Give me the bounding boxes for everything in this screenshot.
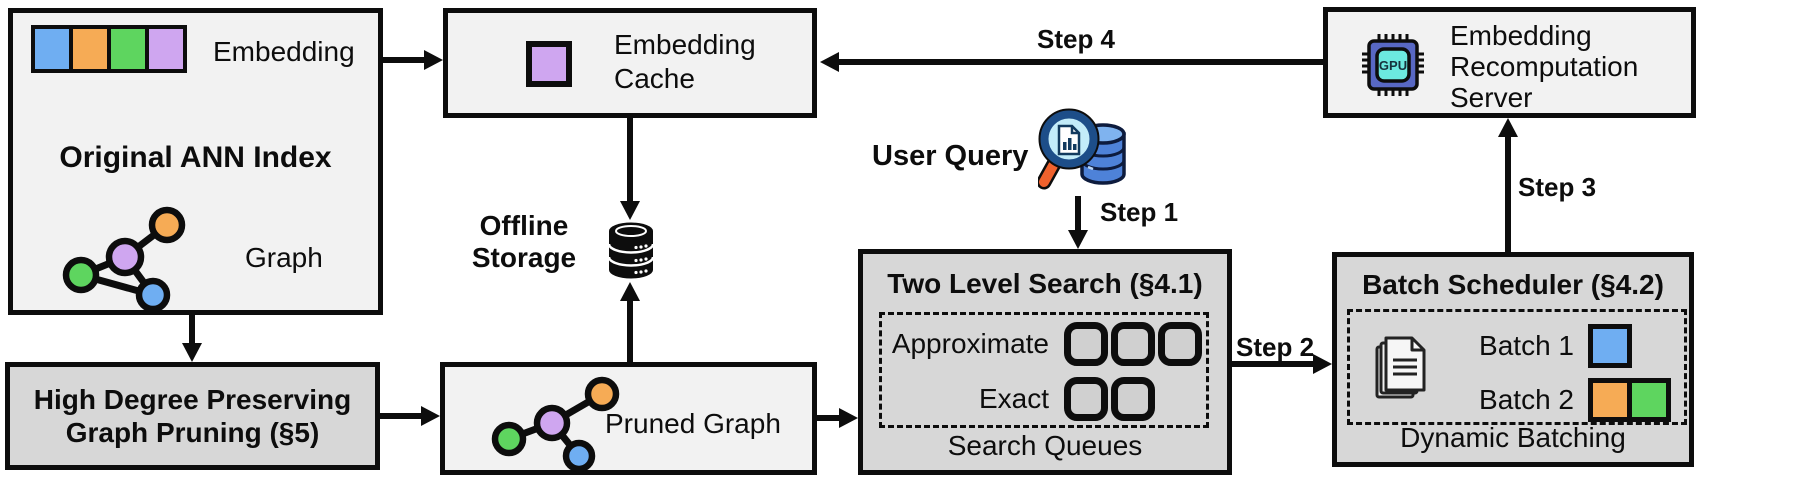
database-icon <box>607 222 655 279</box>
search-queues-caption: Search Queues <box>947 430 1143 461</box>
embedding-vector <box>31 25 187 73</box>
offline-storage-label: Offline Storage <box>452 210 596 274</box>
batch1-blue-square <box>1588 324 1632 368</box>
original-ann-index-box: Embedding Original ANN Index Graph <box>8 8 383 315</box>
embedding-cell-orange <box>73 29 107 69</box>
approximate-label: Approximate <box>891 328 1049 359</box>
recomputation-server-box: GPU Embedding Recomputation Server <box>1323 7 1696 118</box>
batch1-row: Batch 1 <box>1462 322 1632 370</box>
batch2-green-square <box>1632 383 1666 417</box>
dynamic-batching-caption: Dynamic Batching <box>1400 422 1626 453</box>
exact-queue-slot <box>1111 377 1155 421</box>
high-degree-pruning-box: High Degree Preserving Graph Pruning (§5… <box>5 362 380 470</box>
batch2-squares <box>1588 378 1671 422</box>
embedding-cache-label: Embedding Cache <box>614 29 756 94</box>
batch-scheduler-box: Batch Scheduler (§4.2) Batch 1 Batch 2 <box>1332 252 1694 467</box>
cached-embedding-square <box>526 41 572 87</box>
graph-label: Graph <box>245 242 323 273</box>
dynamic-batching-container: Batch 1 Batch 2 <box>1347 309 1687 425</box>
approximate-queue-slot <box>1111 322 1155 366</box>
gpu-chip-label: GPU <box>1379 58 1407 73</box>
recomputation-server-label: Embedding Recomputation Server <box>1450 20 1639 113</box>
two-level-search-title: Two Level Search (§4.1) <box>887 268 1203 299</box>
two-level-search-box: Two Level Search (§4.1) Approximate Exac… <box>858 249 1232 475</box>
embedding-cell-purple <box>149 29 183 69</box>
approximate-queue-slot <box>1158 322 1202 366</box>
search-queues-container: Approximate Exact <box>879 312 1209 428</box>
batch1-label: Batch 1 <box>1479 330 1574 361</box>
exact-queue-row: Exact <box>888 375 1202 423</box>
offline-storage-label-line2: Storage <box>471 242 577 273</box>
query-search-database-icon <box>1038 108 1126 190</box>
original-ann-index-title: Original ANN Index <box>59 141 332 174</box>
batch2-orange-square <box>1593 383 1627 417</box>
pruned-graph-label: Pruned Graph <box>605 408 781 439</box>
graph-icon <box>62 206 186 313</box>
step3-label: Step 3 <box>1518 172 1597 202</box>
documents-icon <box>1375 336 1426 399</box>
embedding-cache-box: Embedding Cache <box>443 8 817 118</box>
step2-label: Step 2 <box>1236 332 1315 362</box>
embedding-cell-green <box>111 29 145 69</box>
approximate-queue-row: Approximate <box>888 320 1202 368</box>
embedding-label: Embedding <box>213 36 355 67</box>
embedding-cell-blue <box>35 29 69 69</box>
batch2-row: Batch 2 <box>1462 376 1671 424</box>
pruned-graph-box: Pruned Graph <box>440 362 817 475</box>
batch-scheduler-title: Batch Scheduler (§4.2) <box>1362 269 1664 300</box>
exact-queue-slot <box>1064 377 1108 421</box>
approximate-queue-slot <box>1064 322 1108 366</box>
batch2-label: Batch 2 <box>1479 384 1574 415</box>
high-degree-pruning-title-line1: High Degree Preserving <box>33 384 352 415</box>
step4-label: Step 4 <box>1036 24 1116 54</box>
step1-label: Step 1 <box>1100 197 1179 227</box>
pruned-graph-icon <box>491 376 620 473</box>
offline-storage-label-line1: Offline <box>479 210 569 241</box>
high-degree-pruning-title-line2: Graph Pruning (§5) <box>65 417 320 448</box>
user-query-label: User Query <box>872 140 1029 172</box>
gpu-chip-icon: GPU <box>1362 34 1424 96</box>
exact-label: Exact <box>978 383 1049 414</box>
